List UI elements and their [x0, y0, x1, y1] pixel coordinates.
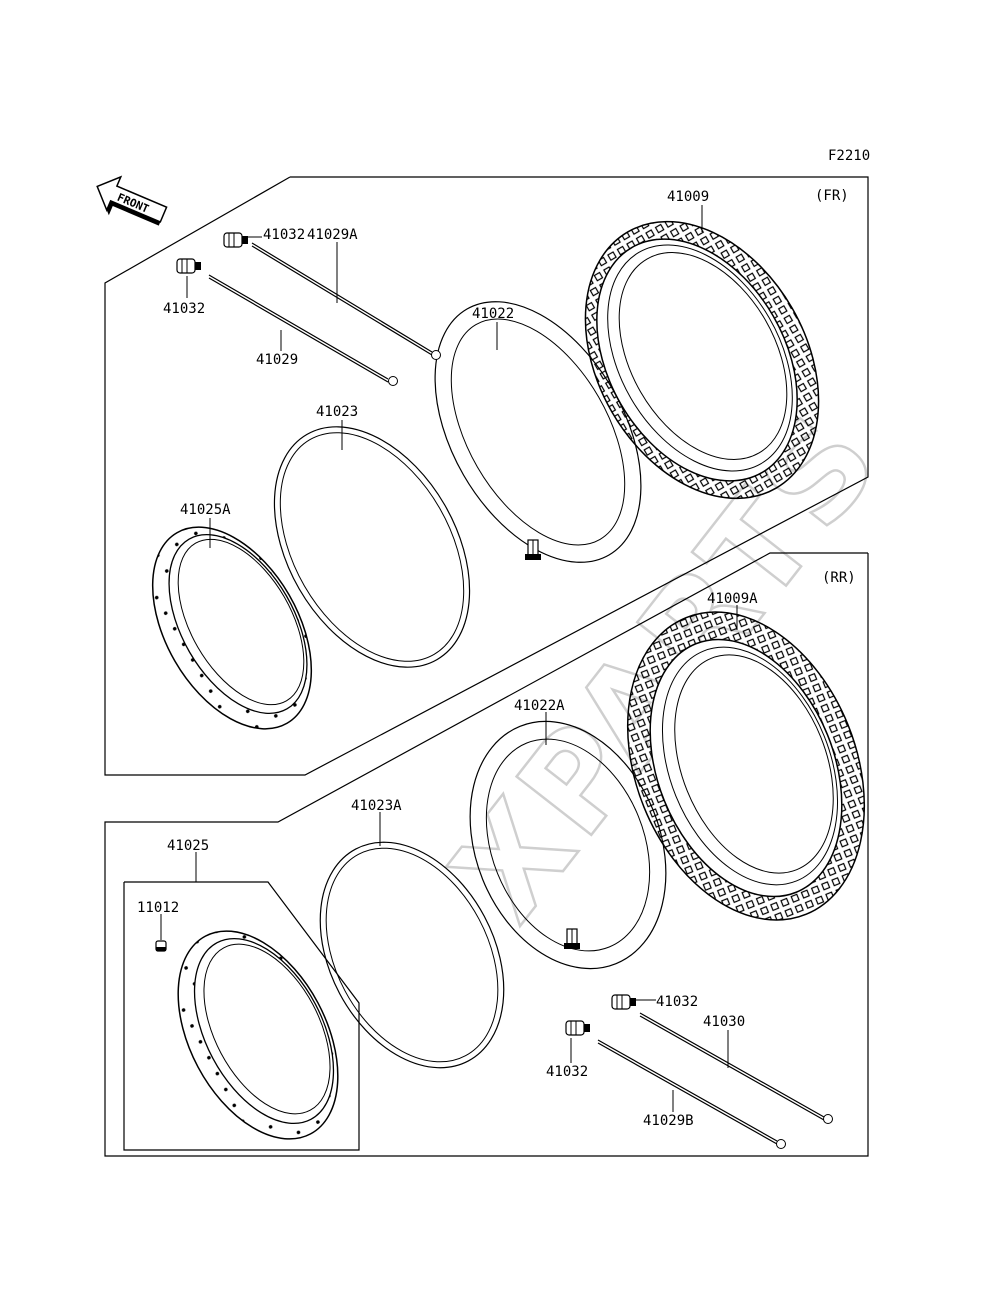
- rear-tire: [626, 611, 866, 921]
- rear-tube-part-number: 41022A: [514, 698, 565, 714]
- front-spoke-short-part-number: 41029: [256, 352, 298, 368]
- front-tube-part-number: 41022: [472, 306, 514, 322]
- rear-nipple-left-part-number: 41032: [546, 1064, 588, 1080]
- front-tire: [584, 220, 820, 500]
- rear-panel-outline: [104, 552, 869, 1157]
- front-rim-part-number: 41025A: [180, 502, 231, 518]
- front-section-label: (FR): [815, 188, 849, 204]
- rear-tube: [469, 720, 667, 970]
- rear-tube-valve-icon: [564, 928, 580, 949]
- rear-spoke-long: [639, 1012, 833, 1124]
- front-rim: [151, 526, 313, 730]
- rear-nipple-top-icon: [611, 994, 636, 1010]
- front-rim-band: [273, 426, 471, 668]
- rim-plug-part-number: 11012: [137, 900, 179, 916]
- front-spoke-short: [208, 274, 398, 386]
- rear-spoke-short: [597, 1039, 786, 1149]
- rear-section-label: (RR): [822, 570, 856, 586]
- rear-nipple-top-part-number: 41032: [656, 994, 698, 1010]
- front-tire-part-number: 41009: [667, 189, 709, 205]
- rear-nipple-left-icon: [565, 1020, 590, 1036]
- front-nipple-top-icon: [223, 232, 248, 248]
- front-panel-outline: [104, 176, 869, 776]
- front-tube-valve-icon: [525, 539, 541, 560]
- rear-rim-part-number: 41025: [167, 838, 209, 854]
- rear-rim: [177, 930, 339, 1140]
- rear-rim-band: [319, 841, 505, 1069]
- rear-spoke-long-part-number: 41030: [703, 1014, 745, 1030]
- front-nipple-top-part-number: 41032: [263, 227, 305, 243]
- rim-assembly-box: [123, 881, 360, 1151]
- front-spoke-long-part-number: 41029A: [307, 227, 358, 243]
- rear-tire-part-number: 41009A: [707, 591, 758, 607]
- rim-plug-icon: [155, 940, 167, 952]
- rear-rim-band-part-number: 41023A: [351, 798, 402, 814]
- front-arrow-icon: FRONT: [96, 175, 168, 226]
- front-nipple-left-part-number: 41032: [163, 301, 205, 317]
- figure-code: F2210: [828, 148, 870, 164]
- rear-spoke-short-part-number: 41029B: [643, 1113, 694, 1129]
- front-rim-band-part-number: 41023: [316, 404, 358, 420]
- front-nipple-left-icon: [176, 258, 201, 274]
- front-tube: [434, 301, 642, 563]
- front-spoke-long: [251, 242, 441, 360]
